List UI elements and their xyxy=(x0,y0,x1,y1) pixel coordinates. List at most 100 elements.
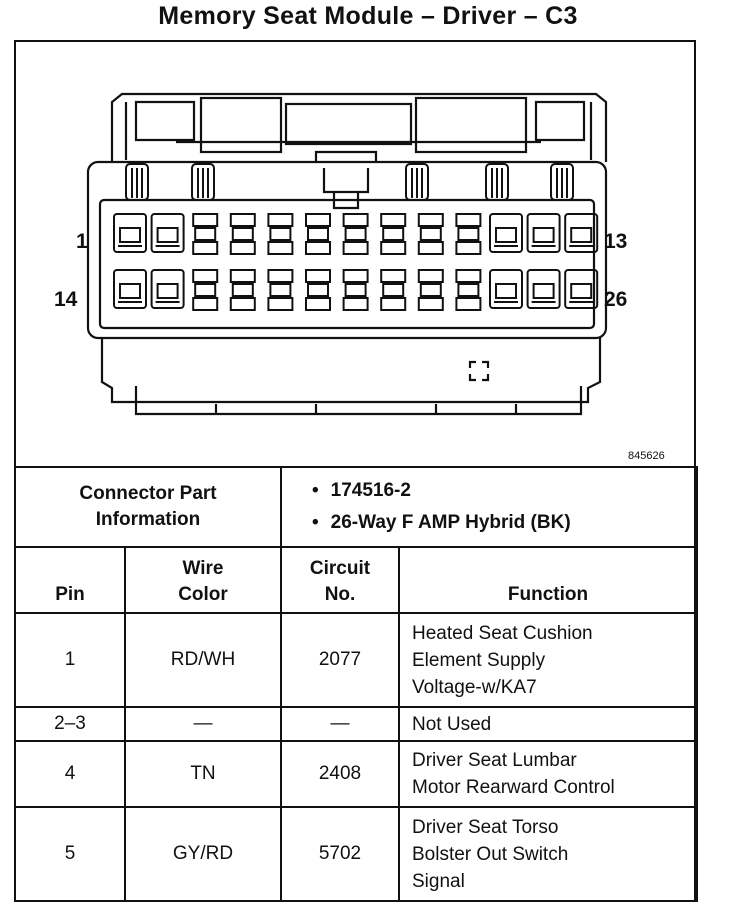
pin-contact xyxy=(344,283,367,297)
pin-label-14: 14 xyxy=(54,288,78,311)
pin-label-1: 1 xyxy=(76,230,88,253)
pin-cavity-bottom xyxy=(305,297,331,311)
pin-cavity-top xyxy=(192,269,219,283)
pin-cavity-top xyxy=(267,213,294,227)
circuit-cell: 2077 xyxy=(280,612,400,708)
pin-contact xyxy=(194,227,217,241)
latch-ribs xyxy=(556,168,568,198)
connector-info-item: •26-Way F AMP Hybrid (BK) xyxy=(312,512,571,533)
header-pin: Pin xyxy=(14,546,126,614)
pin-cavity-top xyxy=(380,213,407,227)
wire-color-cell: RD/WH xyxy=(124,612,282,708)
function-cell: Not Used xyxy=(398,706,698,742)
pin-contact xyxy=(457,283,480,297)
wire-color-cell: TN xyxy=(124,740,282,808)
pin-cavity-top xyxy=(192,213,219,227)
pin-contact xyxy=(307,283,329,297)
pin-cavity xyxy=(489,269,523,309)
pin-contact xyxy=(269,227,292,241)
pin-cavity xyxy=(113,213,147,253)
connector-diagram: 1 13 14 26 845626 xyxy=(16,42,694,466)
circuit-cell: 2408 xyxy=(280,740,400,808)
latch-tower xyxy=(125,163,149,201)
connector-type: 26-Way F AMP Hybrid (BK) xyxy=(330,512,571,533)
wire-color-cell: GY/RD xyxy=(124,806,282,902)
latch-tower xyxy=(485,163,509,201)
connector-info-label-line1: Connector Part xyxy=(79,483,217,504)
pin-cavity-bottom xyxy=(267,297,294,311)
pin-cavity-top xyxy=(305,213,331,227)
pin-contact xyxy=(532,283,555,299)
pin-cavity xyxy=(113,269,147,309)
pin-cavity-top xyxy=(455,213,482,227)
pin-contact xyxy=(156,227,179,243)
pin-cavity-top xyxy=(342,269,369,283)
pin-cavity-bottom xyxy=(229,297,256,311)
latch-ribs xyxy=(411,168,423,198)
pin-label-13: 13 xyxy=(604,230,628,253)
pin-cavity xyxy=(564,213,599,253)
pin-cavity xyxy=(564,269,599,309)
latch-ribs xyxy=(197,168,209,198)
pin-cavity xyxy=(526,269,561,309)
pin-cell: 2–3 xyxy=(14,706,126,742)
pin-cell: 1 xyxy=(14,612,126,708)
pin-cavity-bottom xyxy=(417,297,444,311)
pin-contact xyxy=(382,227,405,241)
connector-drawing xyxy=(86,92,608,416)
pin-cavity-bottom xyxy=(455,241,482,255)
connector-info-row: Connector Part Information •174516-2 •26… xyxy=(14,466,698,548)
pin-contact xyxy=(570,227,593,243)
pin-cavity-top xyxy=(267,269,294,283)
figure-code: 845626 xyxy=(628,450,665,462)
pin-cavity-bottom xyxy=(305,241,331,255)
pin-contact xyxy=(231,227,254,241)
connector-table: Connector Part Information •174516-2 •26… xyxy=(14,466,698,902)
pin-cavity-bottom xyxy=(380,297,407,311)
pin-contact xyxy=(419,227,442,241)
latch-tower xyxy=(191,163,215,201)
table-row: 2–3 — — Not Used xyxy=(14,706,698,742)
pin-contact xyxy=(419,283,442,297)
circuit-cell: 5702 xyxy=(280,806,400,902)
pin-label-26: 26 xyxy=(604,288,628,311)
pin-contact xyxy=(194,283,217,297)
circuit-cell: — xyxy=(280,706,400,742)
header-function: Function xyxy=(398,546,698,614)
pin-contact xyxy=(119,227,141,243)
pin-contact xyxy=(156,283,179,299)
pin-cell: 5 xyxy=(14,806,126,902)
pin-contact xyxy=(495,227,517,243)
pin-cavity-bottom xyxy=(455,297,482,311)
latch-tower xyxy=(550,163,574,201)
latch-ribs xyxy=(491,168,503,198)
pin-contact xyxy=(269,283,292,297)
latch-ribs xyxy=(131,168,143,198)
pin-cavity-bottom xyxy=(417,241,444,255)
pin-cavity-top xyxy=(417,213,444,227)
pin-contact xyxy=(231,283,254,297)
pin-cavity-bottom xyxy=(192,297,219,311)
pin-cavity xyxy=(489,213,523,253)
pin-contact xyxy=(119,283,141,299)
pin-cavity-bottom xyxy=(267,241,294,255)
pin-cavity-top xyxy=(455,269,482,283)
pin-cavity-top xyxy=(229,213,256,227)
part-number: 174516-2 xyxy=(330,480,411,501)
pin-contact xyxy=(570,283,593,299)
pin-cavity-bottom xyxy=(342,241,369,255)
connector-info-label: Connector Part Information xyxy=(14,466,282,548)
pin-contact xyxy=(344,227,367,241)
pin-cell: 4 xyxy=(14,740,126,808)
pin-cavity-top xyxy=(229,269,256,283)
connector-info-item: •174516-2 xyxy=(312,480,411,501)
connector-info-label-line2: Information xyxy=(95,509,201,530)
pin-cavity-top xyxy=(342,213,369,227)
